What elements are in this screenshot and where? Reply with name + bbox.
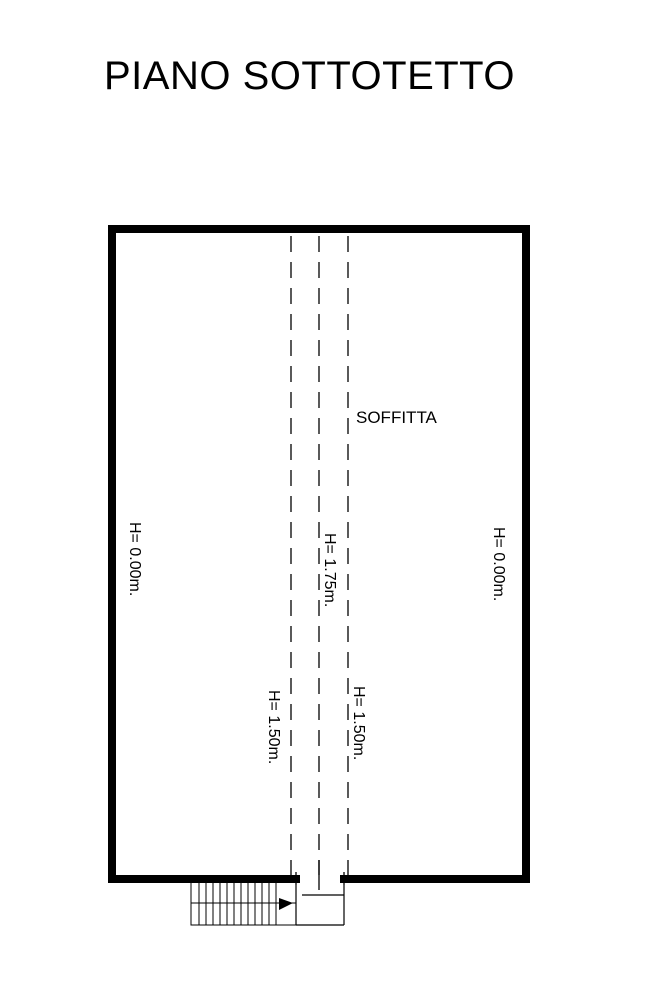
stairs — [190, 880, 297, 926]
stair-direction-arrow — [279, 898, 293, 910]
height-label-right-inner: H= 1.50m. — [350, 686, 367, 760]
room-label-soffitta: SOFFITTA — [356, 408, 438, 427]
stair-landing — [295, 885, 345, 926]
height-label-left-wall: H= 0.00m. — [126, 522, 143, 596]
height-label-ridge: H= 1.75m. — [321, 533, 338, 607]
outer-walls — [108, 225, 530, 883]
height-label-right-wall: H= 0.00m. — [490, 527, 507, 601]
plan-title: PIANO SOTTOTETTO — [104, 54, 516, 98]
height-label-left-inner: H= 1.50m. — [265, 690, 282, 764]
height-lines — [290, 236, 349, 875]
doorway — [295, 860, 345, 890]
